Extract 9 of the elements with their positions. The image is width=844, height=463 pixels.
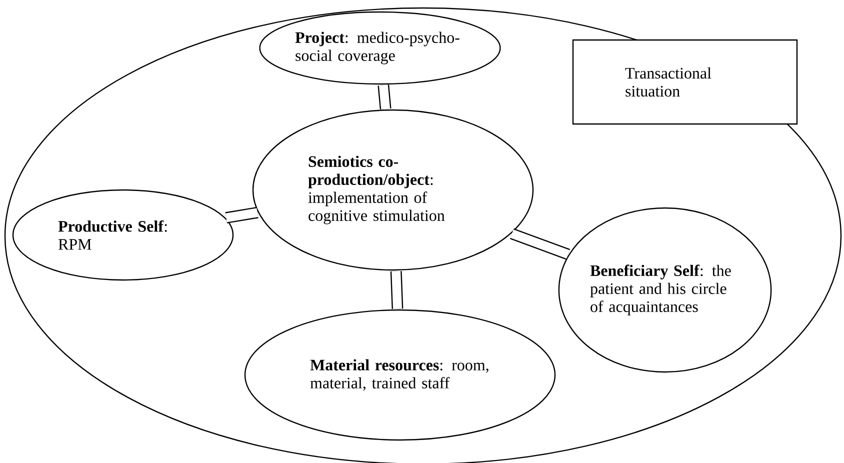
connector: [510, 228, 570, 260]
connector: [225, 206, 258, 224]
ellipse-node: Project: medico-psycho-social coverage: [259, 11, 501, 85]
ellipse-node: Beneficiary Self: the patient and his circle of acquaintances: [558, 207, 772, 373]
ellipse-node: Semiotics co-production/object: implementation of cognitive stimulation: [252, 109, 534, 271]
connector: [378, 84, 392, 110]
ellipse-node: Productive Self: RPM: [12, 189, 234, 281]
connector: [390, 270, 404, 310]
ellipse-node: Material resources: room, material, trained staff: [244, 309, 556, 441]
